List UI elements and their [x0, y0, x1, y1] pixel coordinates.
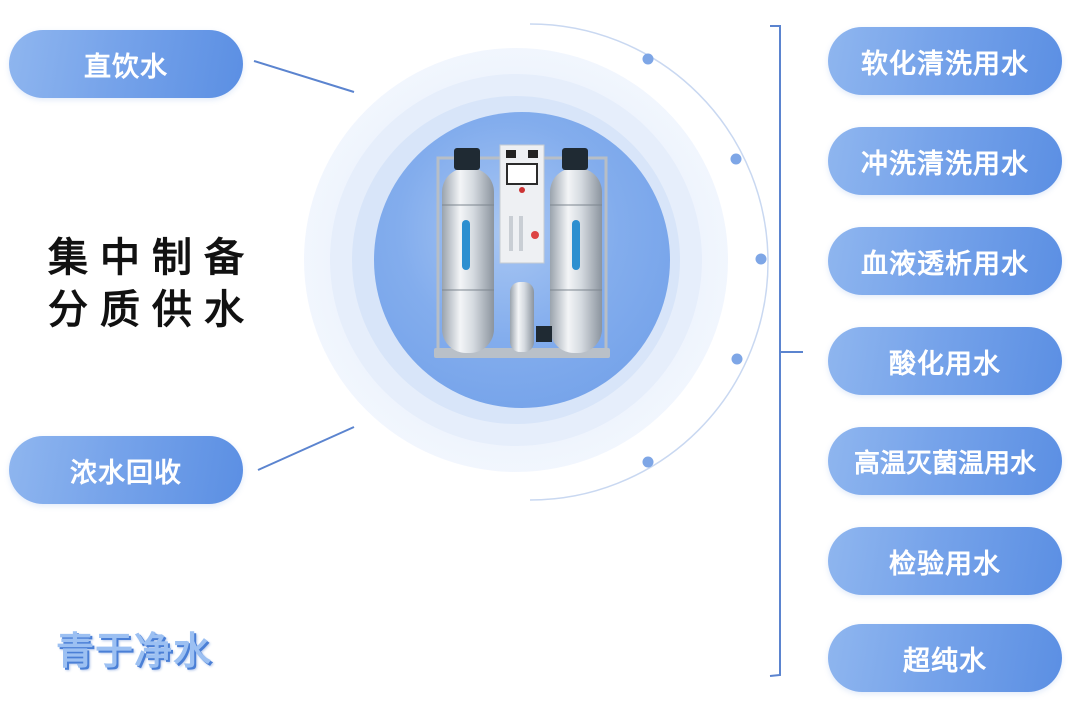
item-label: 浓水回收 [70, 457, 182, 489]
item-label: 酸化用水 [889, 348, 1001, 380]
item-label: 高温灭菌温用水 [853, 448, 1036, 479]
item-softening-cleaning-water: 软化清洗用水 [828, 27, 1062, 95]
orbit-dot [730, 153, 742, 165]
item-ultrapure-water: 超纯水 [828, 624, 1062, 692]
item-concentrate-recycle: 浓水回收 [9, 436, 243, 504]
item-label: 软化清洗用水 [861, 48, 1029, 80]
orbit-arc [529, 23, 769, 501]
water-purification-machine-image [434, 144, 610, 358]
headline-line-1: 集中制备 [48, 234, 256, 281]
item-sterilization-water: 高温灭菌温用水 [828, 427, 1062, 495]
item-lab-testing-water: 检验用水 [828, 527, 1062, 595]
item-hemodialysis-water: 血液透析用水 [828, 227, 1062, 295]
headline-line-2: 分质供水 [48, 286, 256, 333]
orbit-dot [755, 253, 767, 265]
connector-recycle [257, 426, 355, 471]
item-label: 血液透析用水 [861, 248, 1029, 280]
item-label: 直饮水 [84, 51, 168, 83]
connector-drinking [253, 60, 355, 93]
brand-logo-text: 青于净水 [56, 629, 213, 673]
orbit-dot [642, 53, 654, 65]
right-bracket [769, 25, 781, 677]
item-rinse-cleaning-water: 冲洗清洗用水 [828, 127, 1062, 195]
item-acidification-water: 酸化用水 [828, 327, 1062, 395]
item-label: 冲洗清洗用水 [861, 148, 1029, 180]
item-drinking-water: 直饮水 [9, 30, 243, 98]
orbit-dot [731, 353, 743, 365]
headline: 集中制备 分质供水 [48, 232, 256, 336]
item-label: 检验用水 [889, 548, 1001, 580]
orbit-dot [642, 456, 654, 468]
item-label: 超纯水 [903, 645, 987, 677]
